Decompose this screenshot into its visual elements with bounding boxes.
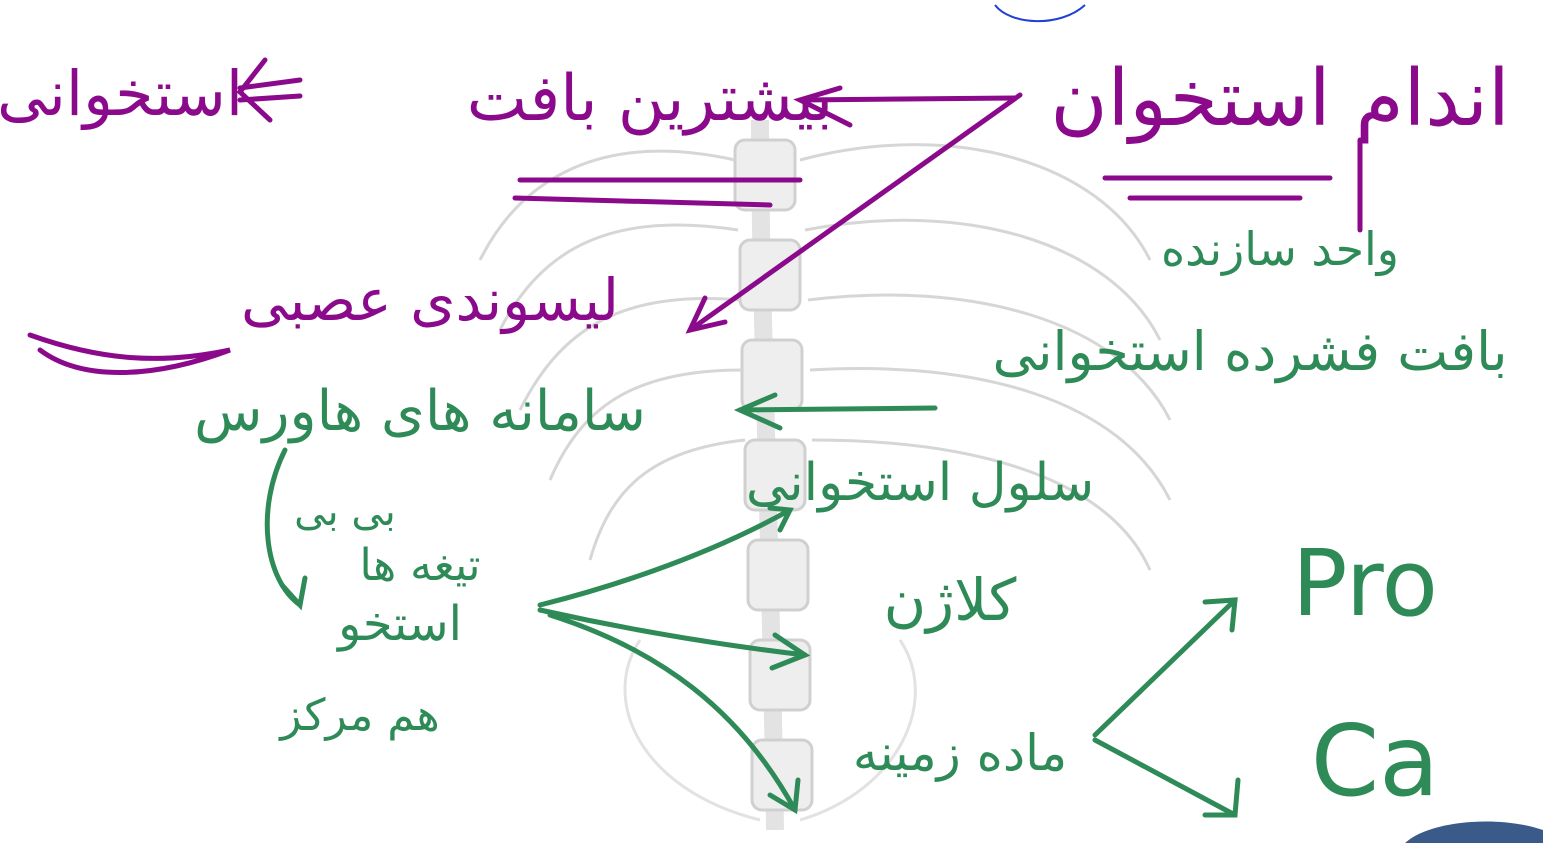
swash-stroke [27, 332, 231, 375]
arrow-to-cell [537, 507, 793, 608]
arrow-to-ca [1092, 737, 1238, 818]
arrow-head-ca [1202, 777, 1241, 818]
arrow-head-top-left [793, 85, 853, 128]
arrow-head-matrix [767, 777, 801, 815]
blue-stroke [994, 4, 1086, 23]
top-left-phrase: بیشترین بافت [467, 62, 833, 136]
lamellae-line-3: استخو [336, 596, 462, 652]
corner-badge [1405, 821, 1543, 843]
arrow-head-middle-left [685, 295, 728, 334]
arrow-to-middle-left [687, 92, 1023, 333]
implies-arrow [236, 57, 303, 123]
lamellae-line-1: بی بی [294, 489, 396, 535]
arrow-to-pro [1092, 597, 1238, 738]
arrow-head-cell [767, 505, 794, 533]
curved-arrow-head-left [279, 575, 308, 611]
main-title: اندام استخوان [1050, 54, 1509, 145]
bone-cell-label: سلول استخوانی [746, 453, 1094, 513]
definition-line-2: بافت فشرده استخوانی [992, 320, 1507, 383]
arrow-to-matrix [547, 612, 798, 813]
arrow-head-pro [1202, 597, 1238, 633]
lamellae-line-2: تیغه ها [360, 540, 481, 591]
arrow-to-collagen [537, 607, 808, 658]
arrow-to-top-left [797, 95, 1018, 103]
arrow-to-haversian [737, 405, 938, 413]
ca-label: Ca [1311, 705, 1439, 819]
matrix-label: ماده زمینه [853, 724, 1067, 782]
top-left-result: استخوانی [0, 57, 243, 130]
collagen-label: کلاژن [884, 566, 1017, 634]
lamellae-line-4: هم مرکز [278, 690, 440, 741]
definition-line-1: واحد سازنده [1161, 222, 1399, 277]
pro-label: Pro [1292, 530, 1438, 637]
haversian-label: سامانه های هاورس [194, 379, 646, 444]
left-middle-label: لیسوندی عصبی [241, 266, 619, 335]
arrow-head-haversian [733, 392, 783, 431]
phrase-underline-2 [512, 195, 773, 208]
arrow-head-collagen [769, 632, 811, 671]
